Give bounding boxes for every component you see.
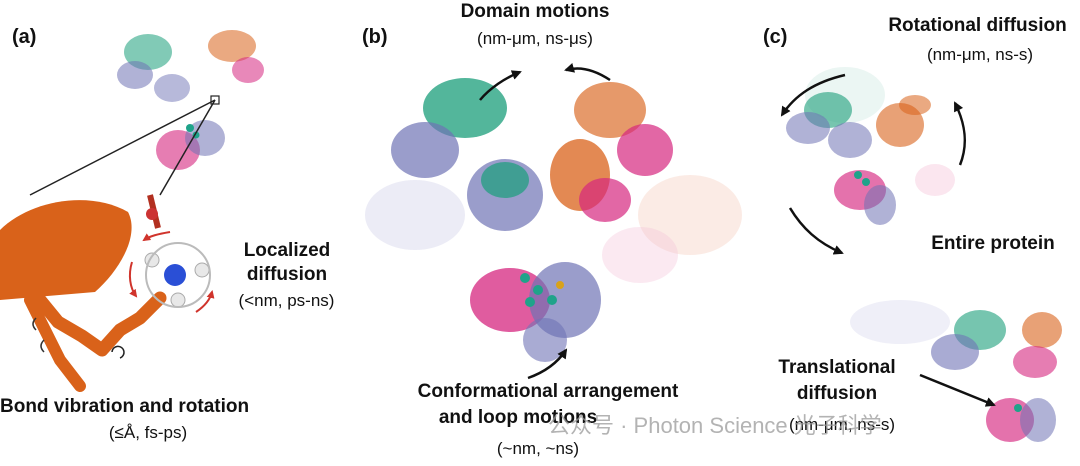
domain-orange-a (208, 30, 256, 62)
protein-large-b (365, 78, 742, 362)
entire-protein-title: Entire protein (931, 233, 1055, 254)
protein-bottom-c (850, 300, 1062, 442)
domain-slate-low-c2 (1020, 398, 1056, 442)
zoom-anchor (210, 95, 220, 105)
bond-vibration-title: Bond vibration and rotation (0, 396, 250, 417)
bond-vibration-sub: (≤Å, fs-ps) (108, 423, 188, 442)
ghost-right2-b (602, 227, 678, 283)
localized-diffusion-title-1: Localized (243, 240, 331, 261)
sphere-a (186, 124, 194, 132)
atom-nitrogen (164, 264, 186, 286)
localized-diffusion-sub: (<nm, ps-ns) (238, 291, 335, 310)
domain-slate-b (391, 122, 459, 178)
domain-magenta-low-b (470, 268, 550, 332)
conformational-title-1: Conformational arrangement (417, 381, 679, 402)
rotational-diffusion-sub: (nm-μm, ns-s) (926, 45, 1034, 64)
conformational-sub: (~nm, ~ns) (496, 439, 580, 458)
domain-orange-b (574, 82, 646, 138)
sphere-b1 (520, 273, 530, 283)
sphere-b4 (525, 297, 535, 307)
arrow-rot-bottom (788, 207, 844, 255)
domain-magenta-a (232, 57, 264, 83)
ghost-c2 (915, 164, 955, 196)
domain-magenta-core-b (579, 178, 631, 222)
domain-slate-a (117, 61, 153, 89)
arrow-translational (919, 373, 996, 407)
sphere-b2 (533, 285, 543, 295)
arrow-domain-left (479, 70, 522, 101)
arrow-rot-right (953, 101, 967, 166)
atom-h2 (194, 262, 210, 278)
vibration-mark (32, 317, 45, 353)
domain-slate-low2-b (523, 318, 567, 362)
domain-motions-title: Domain motions (460, 1, 610, 22)
watermark-text: 公众号 · Photon Science 光子科学 (548, 413, 882, 438)
domain-slate-low-a (185, 120, 225, 156)
protein-small-a (117, 30, 264, 170)
sphere-c1 (854, 171, 862, 179)
panel-label-c: (c) (763, 26, 788, 48)
domain-teal-a (124, 34, 172, 70)
sphere-c3 (1014, 404, 1022, 412)
rotational-diffusion-title: Rotational diffusion (888, 15, 1067, 36)
panel-label-a: (a) (12, 26, 37, 48)
domain-magenta-c2 (1013, 346, 1057, 378)
domain-slate-mid-a (154, 74, 190, 102)
zoom-line-right (159, 99, 216, 196)
side-chain (33, 291, 167, 357)
arrow-conformational (527, 348, 568, 380)
atom-red (146, 208, 158, 220)
conformational-title-2: and loop motions (438, 407, 598, 428)
protein-top-c (786, 67, 955, 225)
domain-slate-low-c (864, 185, 896, 225)
domain-magenta-low-c2 (986, 398, 1034, 442)
sphere-b3 (547, 295, 557, 305)
side-chain-lower (24, 294, 86, 392)
translational-sub: (nm-μm, ns-s) (788, 415, 896, 434)
localized-diffusion-title-2: diffusion (246, 264, 328, 285)
backbone-blob (0, 200, 132, 300)
ghost-right-b (638, 175, 742, 255)
rotation-mark (111, 345, 125, 359)
red-arrow-right (195, 290, 215, 313)
domain-orange-top-c (899, 95, 931, 115)
atom-h3 (170, 292, 186, 308)
rotation-halo (145, 242, 211, 308)
ghost-c3 (850, 300, 950, 344)
zoom-residue (0, 194, 215, 392)
arrow-rot-left (780, 73, 846, 117)
red-arrow-top (142, 231, 171, 242)
panel-label-b: (b) (362, 26, 388, 48)
sphere-c2 (862, 178, 870, 186)
translational-title-1: Translational (778, 357, 896, 378)
domain-slate-mid-c (828, 122, 872, 158)
ghost-left-b (365, 180, 465, 250)
arrow-domain-right (564, 62, 611, 82)
domain-teal-core-b (481, 162, 529, 198)
translational-title-2: diffusion (796, 383, 878, 404)
zoom-line-left (29, 99, 216, 196)
domain-orange-c2 (1022, 312, 1062, 348)
domain-slate-c2 (931, 334, 979, 370)
red-arrow-left (128, 261, 138, 298)
sphere-b5 (556, 281, 564, 289)
domain-slate-c (786, 112, 830, 144)
domain-motions-sub: (nm-μm, ns-μs) (477, 29, 593, 48)
domain-magenta-b (617, 124, 673, 176)
